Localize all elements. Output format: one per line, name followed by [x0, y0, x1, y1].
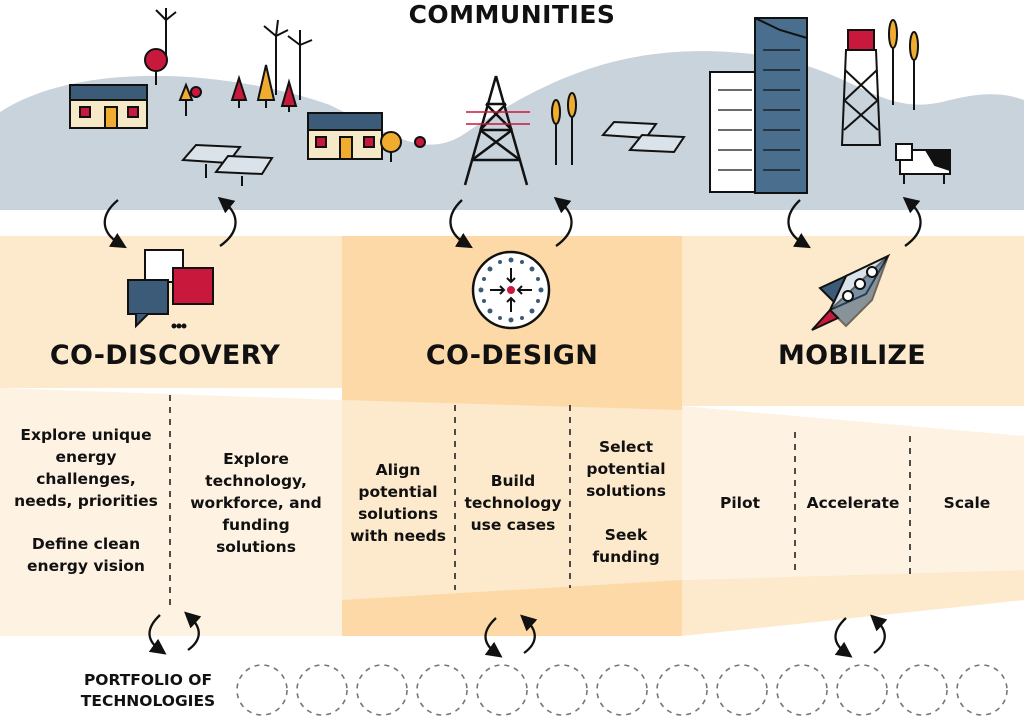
- solar-panel-icon: [600, 120, 686, 154]
- technology-circle: [356, 664, 408, 716]
- technology-circle: [896, 664, 948, 716]
- technology-circle: [296, 664, 348, 716]
- portfolio-label: PORTFOLIO OF TECHNOLOGIES: [80, 671, 216, 710]
- technology-circle: [236, 664, 288, 716]
- step-explore-challenges: Explore unique energy challenges, needs,…: [14, 426, 158, 510]
- wheat-icon: [551, 19, 919, 165]
- rocket-icon: [811, 253, 891, 331]
- phase-title-mobilize: MOBILIZE: [777, 340, 927, 371]
- step-define-vision: Define clean energy vision: [27, 535, 145, 575]
- step-seek-funding: Seek funding: [592, 526, 660, 566]
- step-accelerate: Accelerate: [806, 494, 900, 512]
- technology-circle: [836, 664, 888, 716]
- house-icon: [69, 84, 148, 129]
- wind-turbine-icon: [155, 8, 313, 100]
- technology-circles: [236, 664, 1008, 716]
- phase-title-co-design: CO-DESIGN: [425, 340, 599, 371]
- technology-circle: [716, 664, 768, 716]
- converging-arrows-icon: [471, 250, 551, 330]
- communities-title: COMMUNITIES: [408, 0, 616, 29]
- speech-bubbles-icon: [127, 249, 214, 329]
- phase-bands: [0, 236, 1024, 636]
- technology-circle: [656, 664, 708, 716]
- step-scale: Scale: [943, 494, 991, 512]
- technology-circle: [536, 664, 588, 716]
- technology-circle: [956, 664, 1008, 716]
- house-icon: [307, 112, 426, 162]
- technology-circle: [476, 664, 528, 716]
- transmission-tower-icon: [463, 75, 530, 186]
- cow-icon: [895, 143, 951, 184]
- step-explore-technology: Explore technology, workforce, and fundi…: [190, 450, 322, 556]
- tree-icon: [144, 48, 298, 116]
- phase-title-co-discovery: CO-DISCOVERY: [49, 340, 281, 371]
- step-select-solutions: Select potential solutions: [586, 438, 666, 500]
- water-tower-icon: [840, 29, 882, 146]
- step-build-use-cases: Build technology use cases: [464, 472, 562, 534]
- technology-circle: [596, 664, 648, 716]
- technology-circle: [416, 664, 468, 716]
- technology-circle: [776, 664, 828, 716]
- cycle-arrows: [103, 196, 922, 658]
- step-pilot: Pilot: [719, 494, 761, 512]
- building-icon: [709, 17, 808, 194]
- step-align-solutions: Align potential solutions with needs: [350, 461, 446, 545]
- solar-panel-icon: [180, 143, 274, 186]
